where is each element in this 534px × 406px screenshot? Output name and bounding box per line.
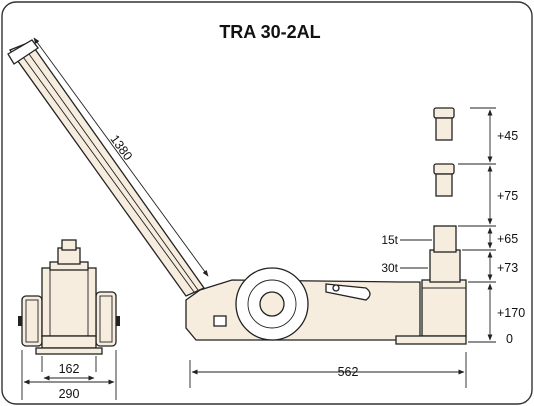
dim-base-height: +170 [497,306,525,320]
dim-extension-1: +45 [497,129,518,143]
dim-overall-width: 290 [59,387,80,401]
dim-extension-2: +75 [497,189,518,203]
dim-wheel-track: 162 [59,362,80,376]
capacity-stage-1: 30t [381,261,398,275]
diagram-title: TRA 30-2AL [219,22,320,42]
extension-pad-upper [433,107,455,141]
side-view: 1380 562 [7,37,525,388]
capacity-stage-2: 15t [381,233,398,247]
extension-pad-lower [433,163,455,197]
dim-stage-2: +65 [497,232,518,246]
dim-stage-1: +73 [497,261,518,275]
dim-base-length: 562 [338,365,359,379]
dim-zero: 0 [506,332,513,346]
